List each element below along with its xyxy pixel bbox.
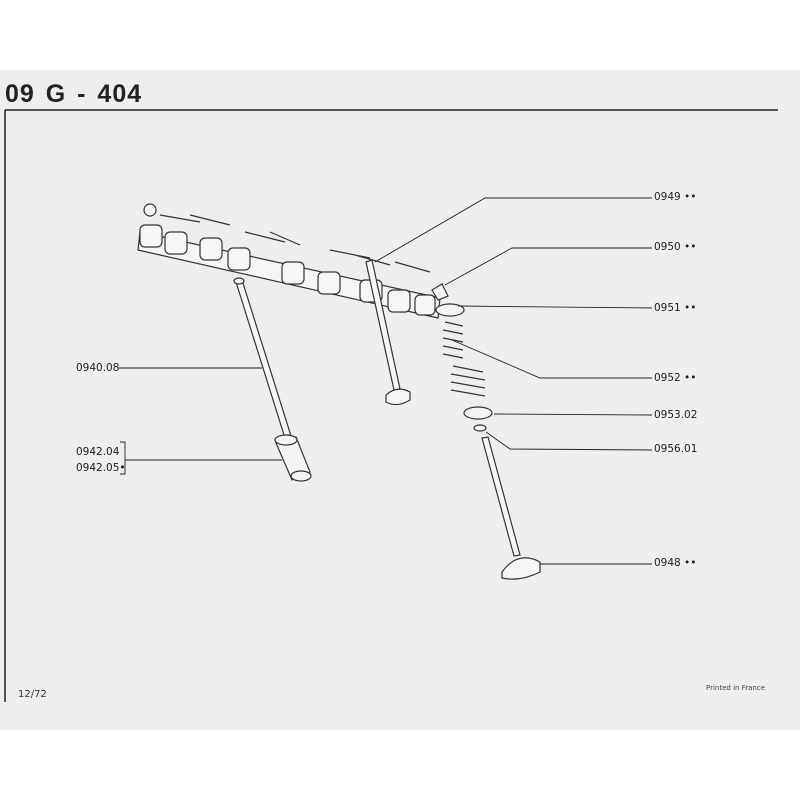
callout-0952: 0952 ••	[654, 372, 697, 384]
callout-0953-02: 0953.02	[654, 409, 698, 421]
rocker-shaft-assembly	[137, 203, 449, 319]
callout-0942-04: 0942.04	[76, 446, 120, 458]
frame-lines	[4, 109, 778, 702]
pushrod	[233, 277, 292, 439]
callout-0942-05: 0942.05•	[76, 462, 126, 474]
callout-0948: 0948 ••	[654, 557, 697, 569]
callout-0950: 0950 ••	[654, 241, 697, 253]
leader-lines	[118, 197, 653, 565]
callout-0949: 0949 ••	[654, 191, 697, 203]
printed-in-france: Printed in France	[706, 684, 765, 692]
callout-0951: 0951 ••	[654, 302, 697, 314]
revision-date: 12/72	[18, 689, 47, 700]
valve-right	[481, 436, 541, 580]
valve-left	[365, 259, 411, 406]
callout-0956-01: 0956.01	[654, 443, 698, 455]
callout-0940-08: 0940.08	[76, 362, 120, 374]
tappet	[274, 434, 312, 482]
page-title: 09 G - 404	[5, 80, 143, 108]
valve-spring-stack	[435, 303, 493, 432]
